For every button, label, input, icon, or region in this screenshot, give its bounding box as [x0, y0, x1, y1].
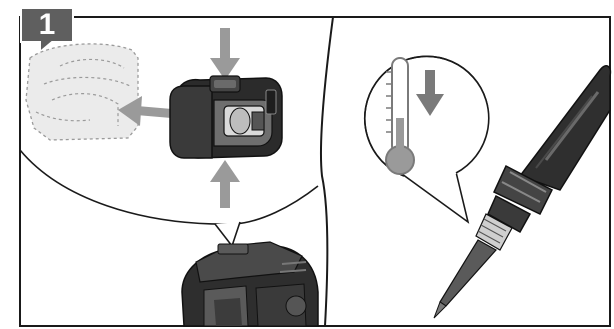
battery-outline-icon	[25, 43, 139, 141]
arrow-down-top-icon	[210, 28, 240, 80]
arrow-down-icon	[416, 70, 444, 116]
arrow-up-bottom-icon	[210, 160, 240, 208]
cordless-tool-icon	[181, 241, 319, 327]
soldering-iron-icon	[433, 65, 612, 319]
step-number-badge	[20, 7, 74, 55]
thermometer-icon	[385, 57, 415, 175]
panel-divider	[319, 16, 334, 327]
battery-callout-bubble	[19, 149, 319, 248]
battery-pack-icon	[169, 75, 283, 159]
